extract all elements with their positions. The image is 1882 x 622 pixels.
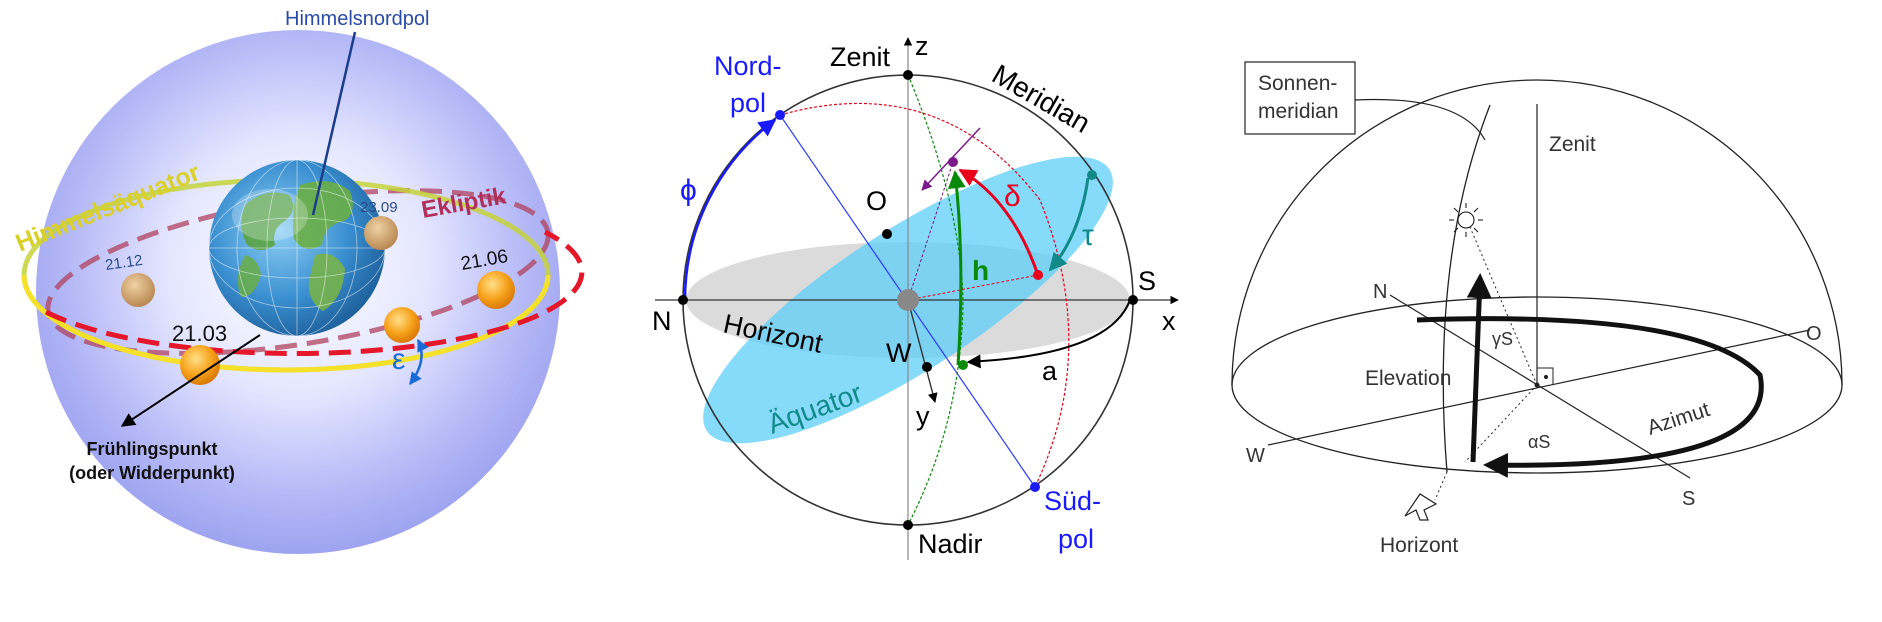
label-widderpunkt: (oder Widderpunkt) xyxy=(69,463,235,483)
label-h: h xyxy=(972,255,989,286)
label-y: y xyxy=(916,401,930,431)
nordpol-point xyxy=(775,110,785,120)
label-delta: δ xyxy=(1004,180,1021,213)
o-point xyxy=(882,229,892,239)
ns-line xyxy=(1389,294,1691,479)
label-horizont3: Horizont xyxy=(1380,534,1458,557)
star-direction xyxy=(907,161,954,301)
nadir-point xyxy=(903,520,913,530)
w-point xyxy=(922,362,932,372)
label-tau: τ xyxy=(1082,219,1094,252)
label-nordpol-2: pol xyxy=(730,88,766,118)
sun-2112 xyxy=(121,273,155,307)
label-o: O xyxy=(866,186,887,216)
sun-epsilon xyxy=(384,307,420,343)
label-alpha: αS xyxy=(1528,432,1550,452)
label-fruehlingspunkt: Frühlingspunkt xyxy=(87,439,218,459)
earth xyxy=(208,159,386,337)
label-n: N xyxy=(652,306,672,336)
sonnenmeridian-pointer xyxy=(1354,98,1486,141)
label-azimut: Azimut xyxy=(1644,398,1712,440)
label-n3: N xyxy=(1373,281,1387,303)
right-angle-dot xyxy=(1543,374,1549,380)
label-gamma: γS xyxy=(1492,329,1513,349)
fruehlingspunkt-pointer xyxy=(120,334,261,427)
label-date-2309: 23.09 xyxy=(360,199,398,216)
label-x: x xyxy=(1162,306,1176,336)
ecliptic-ring-front xyxy=(44,229,585,356)
horizont-arrow xyxy=(1404,493,1438,521)
y-axis xyxy=(907,299,938,403)
label-a: a xyxy=(1042,356,1058,386)
label-himmelsnordpol: Himmelsnordpol xyxy=(285,8,430,30)
label-epsilon: ε xyxy=(392,343,405,376)
hemisphere-dome xyxy=(1231,79,1843,386)
label-sonnen: Sonnen- xyxy=(1258,72,1337,95)
center-dot xyxy=(1534,382,1540,388)
label-suedpol-1: Süd- xyxy=(1044,486,1101,516)
sun-meridian xyxy=(1442,104,1491,473)
meridian-red xyxy=(779,102,1070,488)
sun-2103 xyxy=(180,345,220,385)
label-meridian: Meridian xyxy=(987,58,1096,139)
center-point xyxy=(897,289,919,311)
h-arc xyxy=(947,170,966,366)
label-w3: W xyxy=(1246,445,1265,467)
panel-sun-position xyxy=(1231,61,1843,521)
right-angle-mark xyxy=(1537,367,1554,385)
panel-celestial-sphere: Himmelsnordpol Himmelsäquator Ekliptik 2… xyxy=(12,8,585,554)
sun-2106 xyxy=(477,271,515,309)
azimuth-arc xyxy=(966,299,1131,369)
label-elevation: Elevation xyxy=(1365,367,1451,390)
sonnenmeridian-box xyxy=(1244,61,1356,135)
star-point xyxy=(948,157,958,167)
phi-arc xyxy=(683,118,777,301)
label-phi: ϕ xyxy=(680,174,697,207)
ha-line xyxy=(907,274,1039,301)
ha-point xyxy=(1033,270,1043,280)
label-zenit: Zenit xyxy=(830,42,891,72)
s-point xyxy=(1128,295,1138,305)
label-meridian3: meridian xyxy=(1258,100,1339,123)
panel-sun-position-labels: Sonnen- meridian Zenit N O γS Elevation … xyxy=(1246,72,1822,557)
elevation-arrow xyxy=(1466,273,1492,463)
zenit-point xyxy=(903,70,913,80)
wo-line xyxy=(1267,329,1811,446)
label-nadir: Nadir xyxy=(918,529,983,559)
epsilon-arc xyxy=(408,338,429,386)
label-s3: S xyxy=(1682,488,1695,510)
equator-ring-front xyxy=(21,274,551,373)
label-zenit3: Zenit xyxy=(1549,133,1596,156)
north-pole-pointer xyxy=(311,31,357,216)
hour-circle-green xyxy=(907,74,964,526)
n-point xyxy=(678,295,688,305)
label-z: z xyxy=(915,31,929,61)
label-suedpol-2: pol xyxy=(1058,524,1094,554)
label-w: W xyxy=(886,338,912,368)
delta-arc xyxy=(958,168,1040,276)
tau-arc xyxy=(1048,177,1090,272)
label-o3: O xyxy=(1806,323,1822,345)
foot-point xyxy=(958,360,968,370)
sun-icon xyxy=(1449,203,1483,237)
label-date-2112: 21.12 xyxy=(104,252,144,274)
tau-point xyxy=(1087,170,1097,180)
suedpol-point xyxy=(1030,482,1040,492)
azimut-curve xyxy=(1416,316,1764,478)
sun-2309 xyxy=(364,216,398,250)
horizon-pointer xyxy=(1434,471,1448,501)
label-s: S xyxy=(1138,266,1156,296)
label-nordpol-1: Nord- xyxy=(714,51,782,81)
label-date-2103: 21.03 xyxy=(172,321,227,346)
panel-coordinate-system: Zenit z Nord- pol Meridian ϕ O δ τ h S x… xyxy=(652,31,1179,560)
